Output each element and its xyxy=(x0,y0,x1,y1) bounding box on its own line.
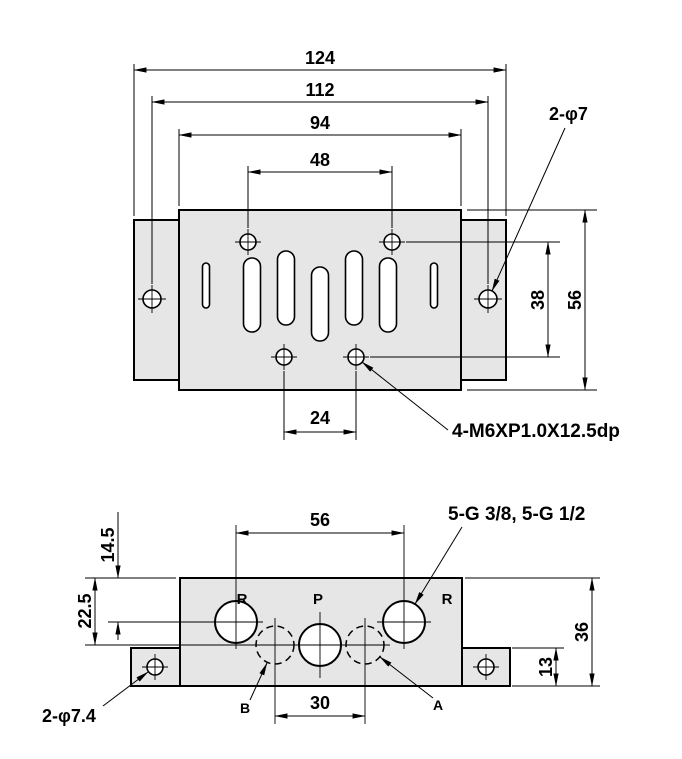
top-slots xyxy=(201,250,439,342)
front-view: 56 36 13 22.5 14.5 30 R P R 5-G 3/8, 5-G… xyxy=(42,504,600,726)
mount-hole-callout: 2-φ7 xyxy=(549,104,588,124)
front-dimension-lines xyxy=(92,512,595,719)
dim-p-depth-label: 22.5 xyxy=(75,593,95,628)
slot-2 xyxy=(276,250,296,326)
top-callouts: 2-φ7 4-M6XP1.0X12.5dp xyxy=(361,104,620,442)
slot-3 xyxy=(310,266,330,342)
port-b-leader-line xyxy=(249,662,268,701)
slot-1 xyxy=(242,257,262,333)
dim-hole-row-spacing-label: 38 xyxy=(528,290,548,310)
port-p-label: P xyxy=(313,591,323,608)
front-centerlines xyxy=(85,525,499,724)
slot-5 xyxy=(378,257,398,333)
port-a-leader-line xyxy=(379,656,434,699)
foot-hole-leader-line xyxy=(102,671,149,707)
dim-bottom-hole-spacing-label: 24 xyxy=(310,408,330,428)
dim-ab-spacing-label: 30 xyxy=(310,693,330,713)
front-extension-lines xyxy=(85,577,600,687)
top-view: 124 112 94 48 56 38 24 2-φ7 4-M6XP1.0X12… xyxy=(133,48,620,442)
port-thread-leader-line xyxy=(414,526,463,605)
dim-overall-width-label: 124 xyxy=(305,48,335,68)
dim-body-width-label: 94 xyxy=(310,113,330,133)
top-extension-lines xyxy=(133,64,597,440)
top-dimension-lines xyxy=(133,67,588,435)
port-r-right-label: R xyxy=(442,591,453,608)
top-centerlines xyxy=(138,229,502,370)
dim-foot-height-label: 13 xyxy=(536,657,556,677)
slot-small-right xyxy=(429,262,439,309)
dim-front-height-label: 36 xyxy=(572,622,592,642)
dim-top-hole-spacing-label: 48 xyxy=(310,150,330,170)
dim-body-height-label: 56 xyxy=(565,290,585,310)
port-thread-callout: 5-G 3/8, 5-G 1/2 xyxy=(448,504,585,525)
foot-hole-callout: 2-φ7.4 xyxy=(42,706,96,726)
slot-small-left xyxy=(201,262,211,309)
mount-hole-leader-line xyxy=(491,127,566,292)
dim-port-spacing-label: 56 xyxy=(310,510,330,530)
front-callouts: 5-G 3/8, 5-G 1/2 B A 2-φ7.4 xyxy=(42,504,585,726)
port-a-label: A xyxy=(433,697,443,713)
thread-hole-callout: 4-M6XP1.0X12.5dp xyxy=(452,421,620,442)
port-r-left-label: R xyxy=(237,591,248,608)
slot-4 xyxy=(344,250,364,326)
dim-mount-spacing-label: 112 xyxy=(305,80,334,100)
dim-r-depth-label: 14.5 xyxy=(98,527,118,562)
thread-hole-leader-line xyxy=(361,361,449,431)
port-b-label: B xyxy=(240,700,250,716)
